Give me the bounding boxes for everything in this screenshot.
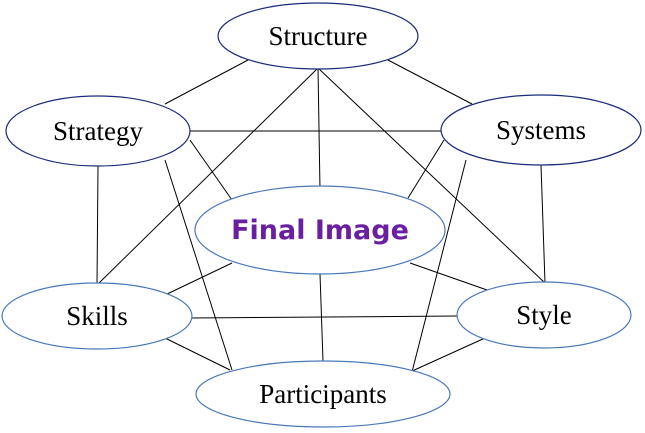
connectors [96, 59, 546, 373]
node-participants-label: Participants [259, 379, 386, 409]
node-skills-label: Skills [66, 301, 128, 331]
node-style-label: Style [516, 300, 572, 330]
edge-structure-strategy [164, 59, 249, 105]
node-structure: Structure [217, 2, 419, 70]
node-strategy-label: Strategy [53, 116, 143, 146]
edge-skills-participants [164, 337, 231, 371]
node-systems-label: Systems [496, 115, 586, 145]
edge-structure-systems [387, 59, 473, 105]
node-systems: Systems [440, 94, 642, 166]
edge-structure-skills [96, 67, 319, 286]
edge-style-participants [409, 337, 486, 373]
node-structure-label: Structure [269, 21, 368, 51]
edge-final-image-skills [164, 262, 233, 296]
edge-final-image-style [409, 262, 488, 291]
edge-systems-style [540, 164, 546, 284]
edge-systems-participants [411, 159, 467, 373]
node-final-image: Final Image [194, 185, 446, 275]
edge-strategy-skills [96, 165, 99, 286]
edge-structure-final-image [317, 67, 321, 191]
node-participants: Participants [195, 360, 451, 428]
edge-structure-style [317, 67, 546, 284]
node-final-image-label: Final Image [231, 215, 409, 246]
edge-skills-style [191, 315, 458, 319]
edge-strategy-participants [164, 159, 233, 371]
node-skills: Skills [1, 282, 193, 350]
node-style: Style [456, 281, 632, 349]
node-strategy: Strategy [5, 95, 191, 167]
edge-strategy-final-image [189, 139, 233, 201]
edge-systems-final-image [407, 139, 445, 199]
